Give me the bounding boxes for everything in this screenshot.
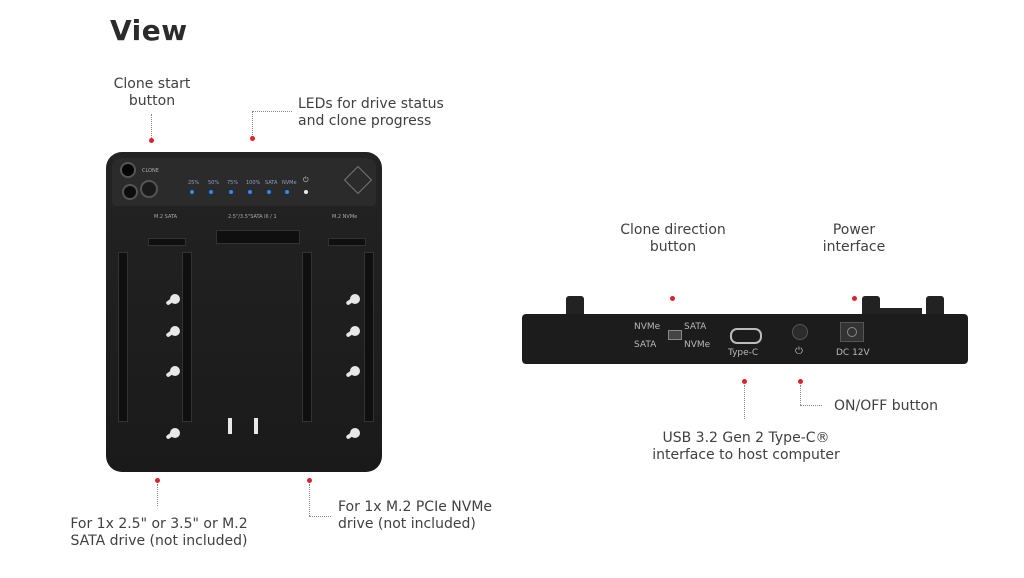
clone-label: CLONE xyxy=(142,168,159,174)
clone-direction-switch xyxy=(668,330,682,340)
callout-clone-start: Clone start button xyxy=(113,76,191,109)
dc-power-jack xyxy=(840,322,864,342)
callout-dot xyxy=(798,379,803,384)
mount-pin xyxy=(350,294,360,304)
led-50 xyxy=(209,190,213,194)
leader-line xyxy=(309,484,310,516)
device-ledge xyxy=(880,308,922,316)
switch-label-nvme-left: NVMe xyxy=(634,322,661,332)
device-foot xyxy=(862,296,880,316)
m2-nvme-connector xyxy=(328,238,366,246)
callout-leds: LEDs for drive status and clone progress xyxy=(298,96,444,129)
leader-line xyxy=(252,111,253,135)
led-label-nvme: NVMe xyxy=(282,180,297,186)
callout-sata-drive: For 1x 2.5" or 3.5" or M.2 SATA drive (n… xyxy=(70,516,248,549)
led-label-100: 100% xyxy=(246,180,261,186)
callout-dot xyxy=(670,296,675,301)
mount-pin xyxy=(170,294,180,304)
mount-pin xyxy=(170,326,180,336)
usb-port-label: Type-C xyxy=(728,348,759,358)
callout-power-interface: Power interface xyxy=(822,222,886,255)
latch xyxy=(254,418,258,434)
callout-dot xyxy=(852,296,857,301)
leader-line xyxy=(800,385,801,405)
callout-usb: USB 3.2 Gen 2 Type-C® interface to host … xyxy=(652,430,840,463)
leader-line xyxy=(157,484,158,506)
switch-label-nvme-right: NVMe xyxy=(684,340,711,350)
device-rear-view: NVMe SATA SATA NVMe Type-C ⏻ DC 12V xyxy=(522,314,968,364)
device-foot xyxy=(926,296,944,316)
slot-label-m2-nvme: M.2 NVMe xyxy=(332,214,358,220)
power-icon: ⏻ xyxy=(303,176,309,184)
logo-cube-icon xyxy=(343,165,373,195)
usb-c-port xyxy=(730,328,762,344)
switch-label-sata-left: SATA xyxy=(634,340,657,350)
led-label-sata: SATA xyxy=(265,180,278,186)
slot-label-sata: 2.5"/3.5"SATA III / 1 xyxy=(228,214,277,220)
callout-nvme-drive: For 1x M.2 PCIe NVMe drive (not included… xyxy=(338,499,493,532)
led-label-50: 50% xyxy=(208,180,220,186)
mount-pin xyxy=(350,366,360,376)
leader-line xyxy=(800,405,822,406)
switch-label-sata-right: SATA xyxy=(684,322,707,332)
slot-label-m2-sata: M.2 SATA xyxy=(154,214,178,220)
mount-pin xyxy=(350,428,360,438)
latch xyxy=(228,418,232,434)
led-sata xyxy=(267,190,271,194)
center-right-rail xyxy=(302,252,312,422)
right-guide-rail xyxy=(364,252,374,422)
left-guide-rail xyxy=(118,252,128,422)
callout-clone-direction: Clone direction button xyxy=(620,222,726,255)
callout-dot xyxy=(155,478,160,483)
callout-dot xyxy=(742,379,747,384)
led-label-75: 75% xyxy=(227,180,239,186)
callout-dot xyxy=(250,136,255,141)
power-led xyxy=(304,190,308,194)
power-led-button xyxy=(120,162,136,178)
callout-onoff: ON/OFF button xyxy=(834,398,938,414)
mount-pin xyxy=(350,326,360,336)
sata-connector xyxy=(216,230,300,244)
leader-line xyxy=(309,516,331,517)
clone-start-button xyxy=(140,180,158,198)
dc-label: DC 12V xyxy=(836,348,870,358)
callout-dot xyxy=(149,138,154,143)
control-panel: CLONE 25% 50% 75% 100% SATA NVMe ⏻ xyxy=(112,158,376,206)
mount-pin xyxy=(170,366,180,376)
center-left-rail xyxy=(182,252,192,422)
leader-line xyxy=(151,114,152,138)
led-25 xyxy=(190,190,194,194)
power-icon: ⏻ xyxy=(795,346,803,357)
m2-sata-connector xyxy=(148,238,186,246)
leader-line xyxy=(744,385,745,419)
device-foot xyxy=(566,296,584,316)
mount-pin xyxy=(170,428,180,438)
led-75 xyxy=(229,190,233,194)
power-button xyxy=(792,324,808,340)
led-label-25: 25% xyxy=(188,180,200,186)
device-top-view: CLONE 25% 50% 75% 100% SATA NVMe ⏻ M.2 S… xyxy=(106,152,382,472)
led-100 xyxy=(248,190,252,194)
sub-button xyxy=(122,184,138,200)
leader-line xyxy=(252,111,292,112)
led-nvme xyxy=(285,190,289,194)
callout-dot xyxy=(307,478,312,483)
page-title: View xyxy=(110,14,188,47)
